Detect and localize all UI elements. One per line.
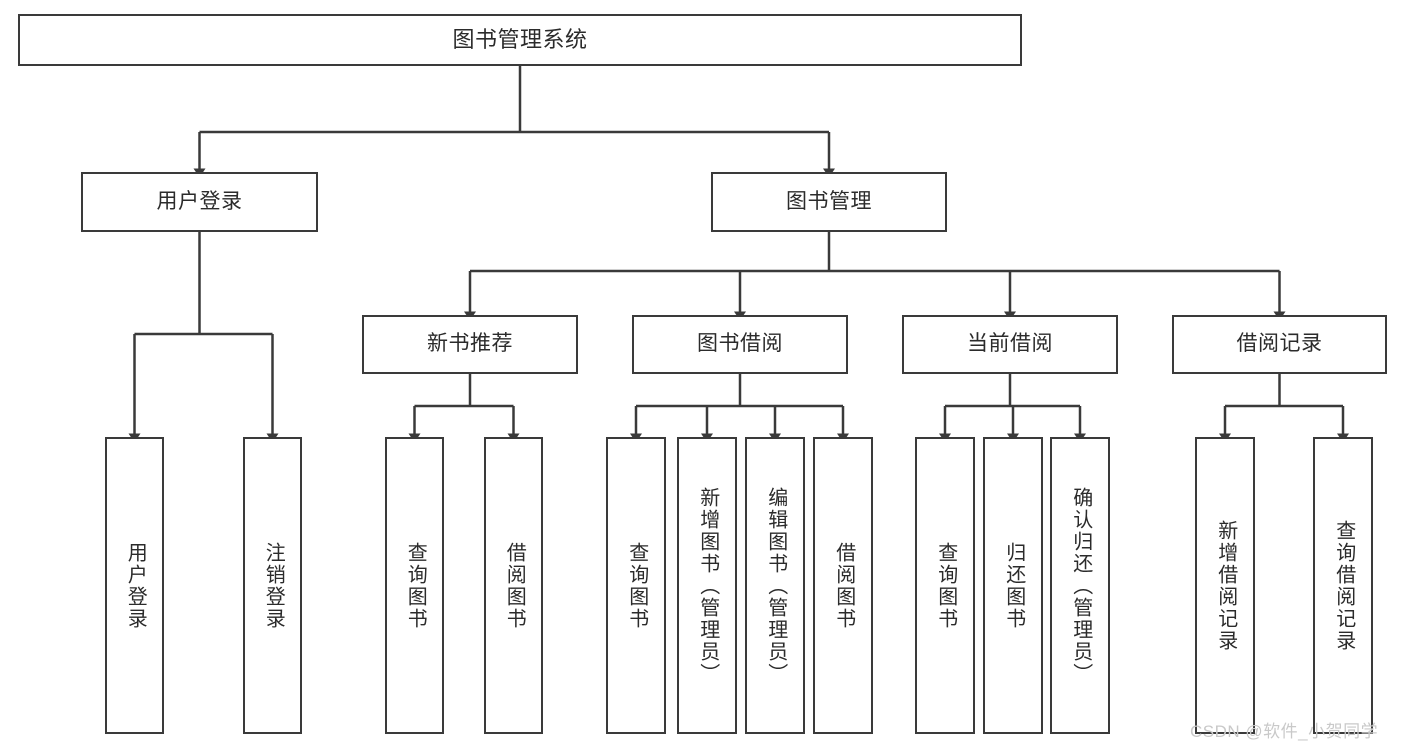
node-leaf-cur-query[interactable]: 查询图书	[915, 437, 975, 734]
node-leaf-rec-query[interactable]: 查询借阅记录	[1313, 437, 1373, 734]
node-label: 借阅图书	[503, 541, 526, 630]
node-label: 当前借阅	[967, 332, 1053, 356]
node-leaf-bor-query[interactable]: 查询图书	[606, 437, 666, 734]
node-leaf-rec-add[interactable]: 新增借阅记录	[1195, 437, 1255, 734]
node-leaf-bor-add[interactable]: 新增图书（管理员）	[677, 437, 737, 734]
node-label: 确认归还（管理员）	[1069, 486, 1092, 685]
node-label: 查询图书	[625, 541, 648, 630]
node-leaf-user-logout[interactable]: 注销登录	[243, 437, 302, 734]
node-label: 用户登录	[124, 541, 147, 630]
node-bookmgmt[interactable]: 图书管理	[711, 172, 947, 232]
node-label: 图书借阅	[697, 332, 783, 356]
node-leaf-bor-borrow[interactable]: 借阅图书	[813, 437, 873, 734]
node-label: 图书管理	[786, 189, 872, 213]
node-label: 用户登录	[156, 189, 243, 213]
node-root[interactable]: 图书管理系统	[18, 14, 1022, 66]
node-leaf-new-query[interactable]: 查询图书	[385, 437, 444, 734]
node-leaf-cur-confirm[interactable]: 确认归还（管理员）	[1050, 437, 1110, 734]
node-newbook[interactable]: 新书推荐	[362, 315, 578, 374]
node-label: 查询图书	[404, 541, 427, 630]
node-current[interactable]: 当前借阅	[902, 315, 1118, 374]
node-login[interactable]: 用户登录	[81, 172, 318, 232]
node-label: 新增图书（管理员）	[696, 486, 719, 685]
node-label: 新增借阅记录	[1214, 519, 1237, 652]
node-label: 编辑图书（管理员）	[764, 486, 787, 685]
node-records[interactable]: 借阅记录	[1172, 315, 1387, 374]
node-label: 查询借阅记录	[1332, 519, 1355, 652]
node-label: 借阅图书	[832, 541, 855, 630]
node-label: 注销登录	[262, 541, 285, 630]
node-label: 图书管理系统	[452, 27, 588, 53]
node-label: 借阅记录	[1236, 332, 1323, 356]
node-leaf-bor-edit[interactable]: 编辑图书（管理员）	[745, 437, 805, 734]
node-label: 查询图书	[934, 541, 957, 630]
node-borrow[interactable]: 图书借阅	[632, 315, 848, 374]
node-label: 新书推荐	[427, 332, 513, 356]
node-leaf-user-login[interactable]: 用户登录	[105, 437, 164, 734]
node-leaf-cur-return[interactable]: 归还图书	[983, 437, 1043, 734]
node-leaf-new-borrow[interactable]: 借阅图书	[484, 437, 543, 734]
node-label: 归还图书	[1002, 541, 1025, 630]
